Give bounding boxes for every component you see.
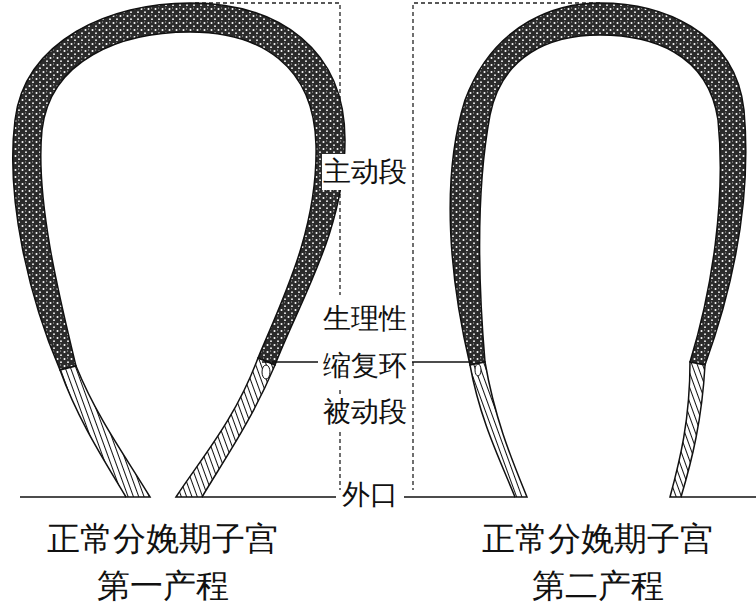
- leader-line: [202, 496, 336, 498]
- ring-mark: [262, 365, 270, 379]
- leader-line: [262, 361, 318, 363]
- segment-label: 主动段: [322, 154, 408, 190]
- passive-segment: [470, 362, 527, 497]
- leader-line: [412, 361, 472, 363]
- passive-segment: [670, 362, 705, 497]
- ring-label: 生理性 缩复环: [318, 295, 412, 389]
- base-line: [20, 496, 126, 498]
- passive-segment: [176, 358, 275, 497]
- ring-mark: [475, 364, 481, 376]
- os-label: 外口: [341, 477, 399, 513]
- active-segment: [450, 3, 746, 365]
- figure-caption: 正常分娩期子宫 第二产程: [477, 516, 720, 610]
- passive-segment: [60, 366, 150, 497]
- figure-caption: 正常分娩期子宫 第一产程: [42, 516, 285, 610]
- leader-line: [404, 496, 515, 498]
- active-segment: [13, 3, 345, 370]
- base-line: [681, 496, 756, 498]
- segment-label: 被动段: [322, 394, 408, 430]
